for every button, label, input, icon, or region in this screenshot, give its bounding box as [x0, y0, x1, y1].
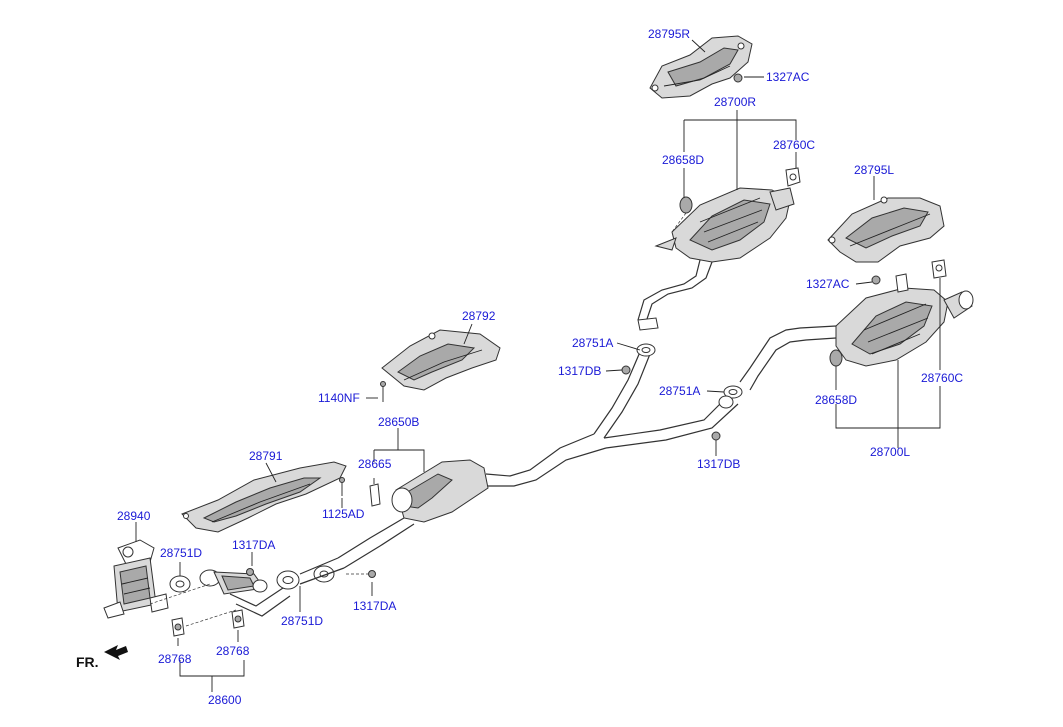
hanger-28658d-top: [671, 196, 693, 233]
label-28700r: 28700R: [714, 95, 756, 109]
label-28665: 28665: [358, 457, 392, 471]
catalytic-converter-28940: [103, 539, 169, 619]
heat-shield-28795l: [827, 196, 945, 263]
nut-1317da-right: [346, 570, 376, 578]
nut-1327ac-top: [733, 73, 743, 83]
label-28700l: 28700L: [870, 445, 910, 459]
nut-1317da-left: [246, 568, 254, 576]
label-1327ac-right: 1327AC: [806, 277, 850, 291]
label-28760c-right: 28760C: [921, 371, 963, 385]
heat-shield-28795r: [649, 35, 753, 99]
label-1317db-mid: 1317DB: [558, 364, 601, 378]
nut-1317db-right: [711, 431, 721, 441]
bracket-right-muffler: [895, 273, 909, 293]
label-28658d-right: 28658D: [815, 393, 857, 407]
front-direction-indicator: FR.: [76, 645, 128, 670]
label-1317da-left: 1317DA: [232, 538, 275, 552]
label-28658d-top: 28658D: [662, 153, 704, 167]
hanger-28768-right: [231, 609, 245, 629]
label-28791: 28791: [249, 449, 283, 463]
hanger-28658d-right: [829, 349, 843, 367]
label-1317db-right: 1317DB: [697, 457, 740, 471]
heat-shield-28791: [181, 461, 347, 533]
bolt-1125ad: [339, 477, 345, 496]
bolt-1140nf: [380, 381, 386, 402]
gasket-28751a-right: [718, 385, 743, 409]
label-28795l: 28795L: [854, 163, 894, 177]
label-28600: 28600: [208, 693, 242, 707]
label-1125ad: 1125AD: [322, 507, 365, 521]
front-pipe-28600: [149, 557, 345, 627]
label-28940: 28940: [117, 509, 151, 523]
label-28751a-mid: 28751A: [572, 336, 613, 350]
label-28768-left: 28768: [158, 652, 192, 666]
heat-shield-28792: [381, 329, 501, 391]
label-28792: 28792: [462, 309, 496, 323]
hanger-28768-left: [171, 617, 185, 637]
part-labels: 28795R 1327AC 28700R 28658D 28760C 28795…: [117, 27, 963, 707]
label-1317da-right: 1317DA: [353, 599, 396, 613]
muffler-28700r: [637, 187, 795, 331]
leader-lines: [135, 39, 941, 692]
front-label: FR.: [76, 654, 99, 670]
nut-1317db-mid: [621, 365, 631, 375]
label-1140nf: 1140NF: [318, 391, 360, 405]
gasket-28751a-mid: [636, 343, 656, 357]
label-28650b: 28650B: [378, 415, 419, 429]
nut-1327ac-right: [871, 275, 881, 285]
muffler-28700l: [739, 287, 974, 391]
label-28795r: 28795R: [648, 27, 690, 41]
center-pipe-28650b: [337, 351, 739, 569]
label-28768-right: 28768: [216, 644, 250, 658]
hanger-28665: [369, 483, 381, 507]
label-28760c-top: 28760C: [773, 138, 815, 152]
hanger-28760c-right: [931, 259, 947, 279]
label-1327ac-top: 1327AC: [766, 70, 810, 84]
hanger-28760c-top: [785, 167, 801, 187]
label-28751d-left: 28751D: [160, 546, 202, 560]
label-28751d-mid: 28751D: [281, 614, 323, 628]
label-28751a-right: 28751A: [659, 384, 700, 398]
front-arrow-icon: [104, 645, 128, 660]
